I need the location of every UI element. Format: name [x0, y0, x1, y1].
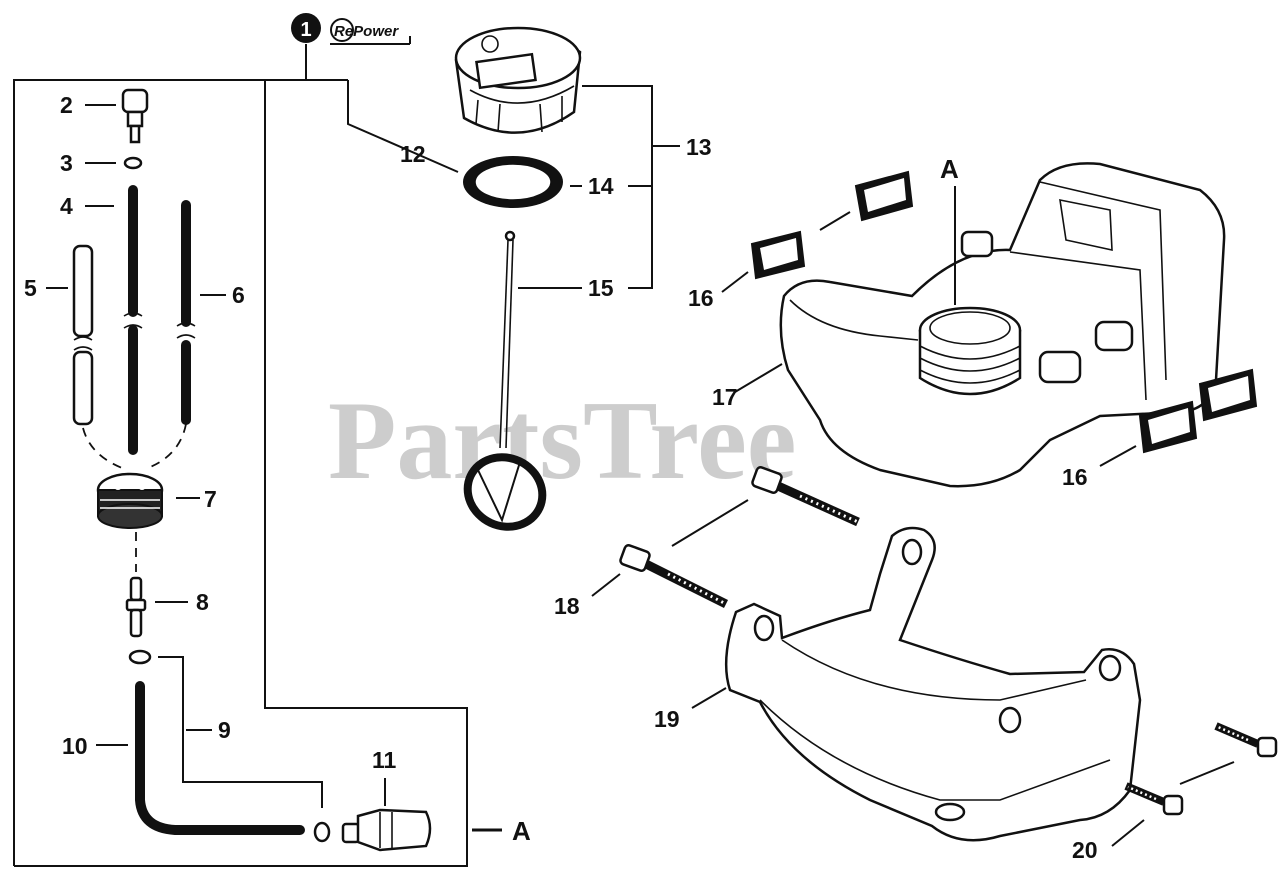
label-14: 14 — [588, 173, 614, 199]
label-3: 3 — [60, 150, 73, 176]
kit-badge: 1 RePower — [291, 13, 411, 45]
label-8: 8 — [196, 589, 209, 615]
watermark: PartsTree — [328, 379, 797, 503]
label-16-upper: 16 — [688, 285, 714, 311]
part-11-fuel-filter: 11 — [341, 747, 432, 852]
label-6: 6 — [232, 282, 245, 308]
part-4-fuel-hose: 4 — [60, 185, 143, 455]
part-6-fuel-hose: 6 — [176, 200, 245, 425]
part-16-grommets-upper: 16 — [688, 170, 914, 311]
part-16-grommets-lower: 16 — [1062, 368, 1258, 490]
reference-a-top: A — [940, 154, 959, 305]
repower-logo-icon — [330, 18, 354, 42]
label-12: 12 — [400, 141, 426, 167]
label-4: 4 — [60, 193, 73, 219]
label-13: 13 — [686, 134, 712, 160]
part-9-o-ring: 9 — [128, 649, 323, 808]
filter-o-ring — [313, 821, 331, 843]
label-5: 5 — [24, 275, 37, 301]
part-14-cap-gasket: 14 — [463, 156, 652, 208]
ref-a-bottom-label: A — [512, 816, 531, 846]
reference-a-bottom: A — [472, 816, 531, 846]
part-20-screws: 20 — [1072, 722, 1278, 863]
label-10: 10 — [62, 733, 88, 759]
part-8-fitting: 8 — [125, 576, 209, 638]
part-17-fuel-tank: 17 — [712, 162, 1226, 488]
kit-number: 1 — [300, 19, 311, 41]
part-7-grommet: 7 — [96, 472, 217, 529]
label-20: 20 — [1072, 837, 1098, 863]
part-3-o-ring: 3 — [60, 150, 143, 176]
label-19: 19 — [654, 706, 680, 732]
part-18-bolts: 18 — [554, 466, 860, 619]
label-11: 11 — [372, 747, 397, 773]
label-15: 15 — [588, 275, 614, 301]
part-15-cap-tether: 15 — [463, 230, 614, 531]
kit-bracket-lines — [13, 44, 468, 867]
part-19-tank-bracket: 19 — [654, 526, 1142, 842]
label-18: 18 — [554, 593, 580, 619]
label-17: 17 — [712, 384, 738, 410]
part-10-fuel-hose: 10 — [62, 681, 305, 835]
part-5-vent-tube: 5 — [24, 244, 94, 426]
part-2-fuel-fitting: 2 — [60, 88, 149, 144]
label-2: 2 — [60, 92, 73, 118]
dashed-connectors — [82, 423, 187, 572]
label-7: 7 — [204, 486, 217, 512]
part-13-fuel-cap: 13 — [454, 26, 712, 289]
label-16-lower: 16 — [1062, 464, 1088, 490]
kit-brand: RePower — [334, 23, 399, 40]
ref-a-top-label: A — [940, 154, 959, 184]
label-9: 9 — [218, 717, 231, 743]
